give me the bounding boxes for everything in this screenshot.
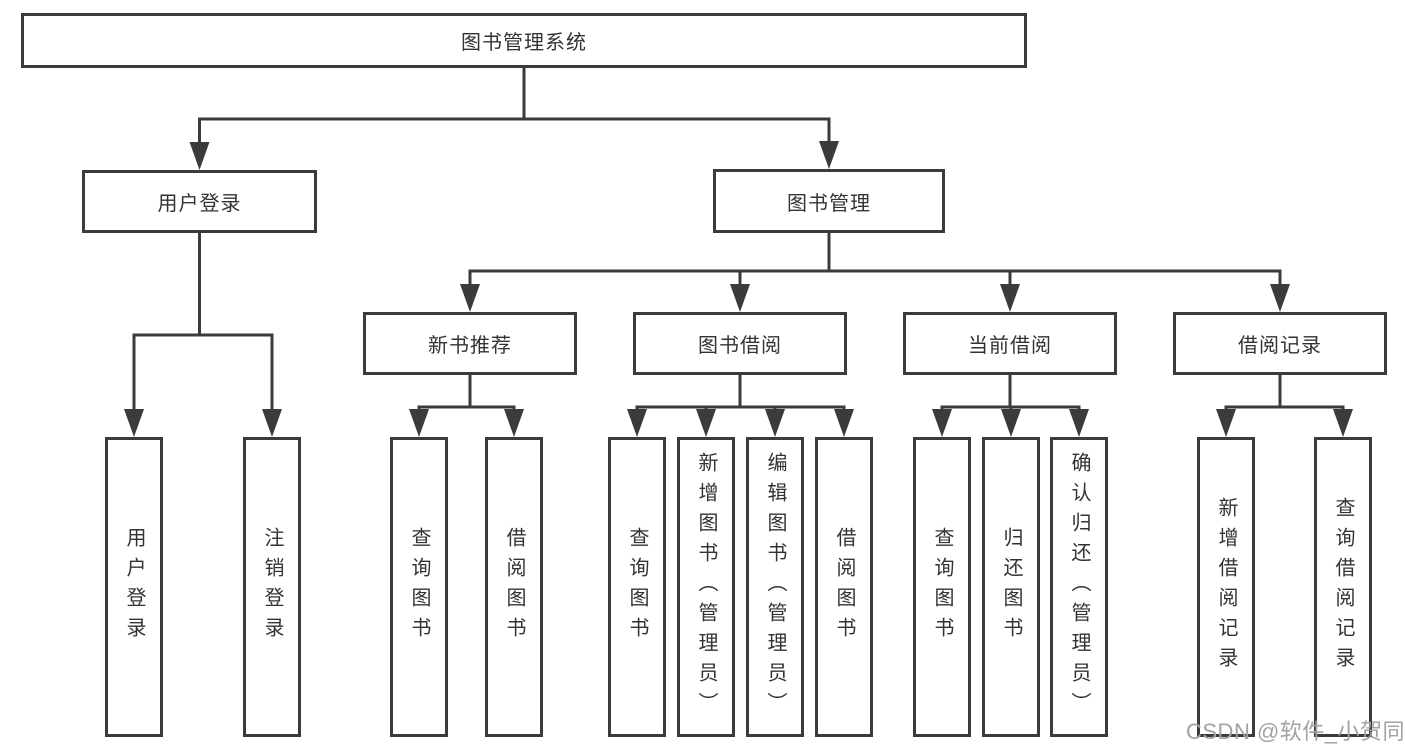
node-current-borrowing-label: 当前借阅 (968, 335, 1052, 357)
node-book-borrowing: 图书借阅 (633, 312, 847, 375)
leaf-user-login-label: 用户登录 (123, 527, 145, 647)
leaf-borrow-book-recommend-label: 借阅图书 (503, 527, 525, 647)
leaf-add-book-admin: 新增图书（管理员） (677, 437, 735, 737)
leaf-edit-book-admin: 编辑图书（管理员） (746, 437, 804, 737)
leaf-logout-label: 注销登录 (261, 527, 283, 647)
node-borrow-records: 借阅记录 (1173, 312, 1387, 375)
node-root-label: 图书管理系统 (461, 32, 587, 54)
node-new-book-recommend: 新书推荐 (363, 312, 577, 375)
leaf-borrow-book: 借阅图书 (815, 437, 873, 737)
node-book-borrowing-label: 图书借阅 (698, 335, 782, 357)
node-current-borrowing: 当前借阅 (903, 312, 1117, 375)
leaf-query-borrow-record-label: 查询借阅记录 (1332, 497, 1354, 677)
leaf-query-book-borrowing-label: 查询图书 (626, 527, 648, 647)
node-user-login-branch-label: 用户登录 (157, 193, 242, 215)
node-root: 图书管理系统 (21, 13, 1027, 68)
node-book-management: 图书管理 (713, 169, 945, 233)
csdn-watermark: CSDN @软件_小贺同学 (1186, 719, 1405, 744)
leaf-user-login: 用户登录 (105, 437, 163, 737)
node-borrow-records-label: 借阅记录 (1238, 335, 1322, 357)
leaf-confirm-return-admin: 确认归还（管理员） (1050, 437, 1108, 737)
leaf-query-book-current: 查询图书 (913, 437, 971, 737)
leaf-return-book: 归还图书 (982, 437, 1040, 737)
node-user-login-branch: 用户登录 (82, 170, 317, 233)
node-book-management-label: 图书管理 (787, 192, 871, 215)
leaf-edit-book-admin-label: 编辑图书（管理员） (764, 452, 786, 722)
leaf-confirm-return-admin-label: 确认归还（管理员） (1068, 452, 1090, 722)
leaf-add-book-admin-label: 新增图书（管理员） (695, 452, 717, 722)
leaf-borrow-book-label: 借阅图书 (833, 527, 855, 647)
arrowheads (124, 141, 1353, 437)
leaf-borrow-book-recommend: 借阅图书 (485, 437, 543, 737)
leaf-add-borrow-record-label: 新增借阅记录 (1215, 497, 1237, 677)
leaf-logout: 注销登录 (243, 437, 301, 737)
leaf-query-book-current-label: 查询图书 (931, 527, 953, 647)
node-new-book-recommend-label: 新书推荐 (428, 335, 512, 357)
leaf-add-borrow-record: 新增借阅记录 (1197, 437, 1255, 737)
leaf-return-book-label: 归还图书 (1000, 527, 1022, 647)
leaf-query-book-recommend-label: 查询图书 (408, 527, 430, 647)
leaf-query-book-recommend: 查询图书 (390, 437, 448, 737)
leaf-query-book-borrowing: 查询图书 (608, 437, 666, 737)
leaf-query-borrow-record: 查询借阅记录 (1314, 437, 1372, 737)
